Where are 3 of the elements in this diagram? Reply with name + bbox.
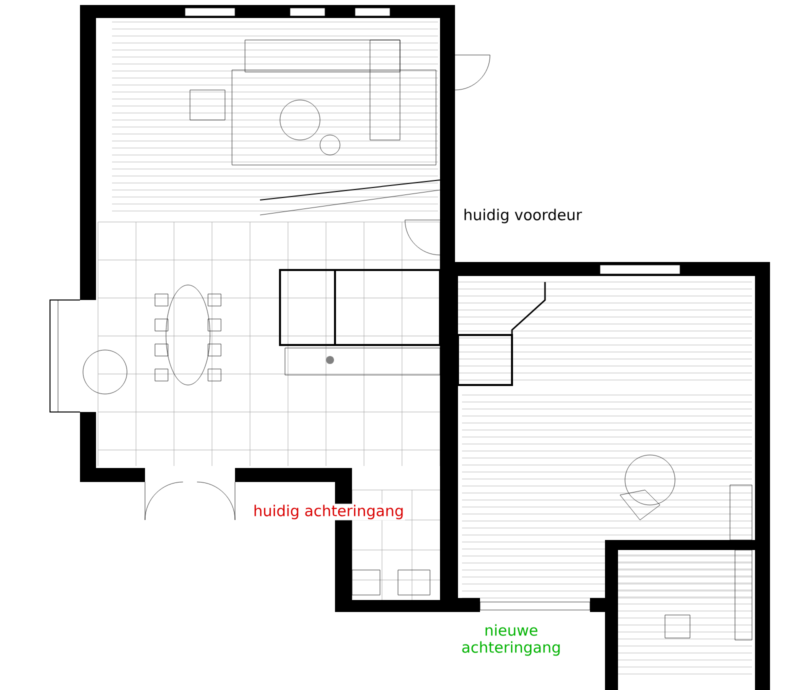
room-label: huidig achteringang	[252, 504, 405, 520]
room-label: nieuwe achteringang	[455, 623, 568, 657]
room-label: huidig voordeur	[462, 208, 583, 224]
